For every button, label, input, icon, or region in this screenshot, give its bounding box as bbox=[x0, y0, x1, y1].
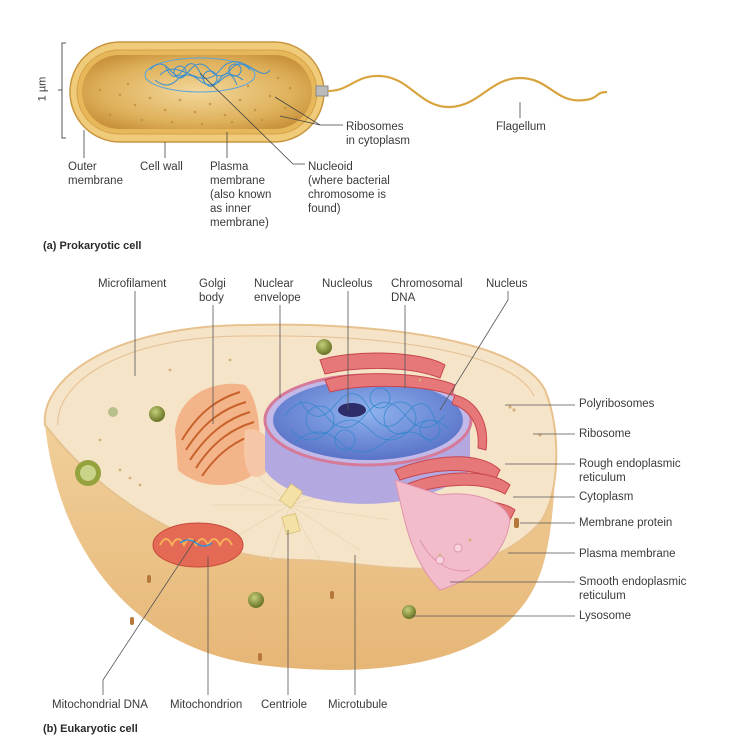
label-golgi-body: Golgi body bbox=[199, 278, 226, 304]
label-nucleus: Nucleus bbox=[486, 278, 528, 290]
label-ribosome: Ribosome bbox=[579, 428, 631, 440]
mitochondrial-dna-shape bbox=[179, 539, 213, 547]
label-cell-wall: Cell wall bbox=[140, 161, 183, 173]
centrioles bbox=[278, 483, 304, 535]
label-rough-er: Rough endoplasmic reticulum bbox=[579, 458, 681, 484]
vesicles bbox=[75, 339, 416, 619]
label-cytoplasm: Cytoplasm bbox=[579, 491, 634, 503]
eukaryotic-leaders bbox=[102, 291, 575, 695]
label-nuclear-envelope: Nuclear envelope bbox=[254, 278, 301, 304]
label-smooth-er: Smooth endoplasmic reticulum bbox=[579, 576, 687, 602]
label-microtubule: Microtubule bbox=[328, 699, 388, 711]
label-outer-membrane: Outer membrane bbox=[68, 161, 123, 187]
caption-eukaryotic: (b) Eukaryotic cell bbox=[43, 723, 138, 735]
membrane-proteins bbox=[130, 518, 519, 661]
eukaryotic-cell bbox=[43, 291, 575, 695]
flagellum-hook bbox=[315, 85, 329, 97]
label-ribosomes-cytoplasm: Ribosomes in cytoplasm bbox=[346, 121, 410, 147]
label-mitochondrial-dna: Mitochondrial DNA bbox=[52, 699, 148, 711]
scale-label: 1 µm bbox=[36, 76, 49, 102]
nucleoid-dna bbox=[144, 57, 271, 93]
label-lysosome: Lysosome bbox=[579, 610, 631, 622]
nucleolus-shape bbox=[338, 403, 366, 417]
caption-prokaryotic: (a) Prokaryotic cell bbox=[43, 240, 142, 252]
label-nucleolus: Nucleolus bbox=[322, 278, 373, 290]
prokaryotic-cell bbox=[58, 41, 608, 165]
mitochondrion bbox=[152, 522, 244, 568]
prok-leaders bbox=[83, 72, 521, 165]
label-chromosomal-dna: Chromosomal DNA bbox=[391, 278, 463, 304]
prok-ribosomes bbox=[98, 76, 298, 126]
label-polyribosomes: Polyribosomes bbox=[579, 398, 655, 410]
golgi-body bbox=[175, 383, 271, 485]
label-flagellum: Flagellum bbox=[496, 121, 546, 133]
scale-bracket bbox=[58, 42, 66, 139]
smooth-er bbox=[394, 479, 511, 591]
chromosomal-dna bbox=[284, 387, 451, 453]
nucleus bbox=[263, 373, 473, 504]
label-plasma-membrane-euk: Plasma membrane bbox=[579, 548, 676, 560]
label-centriole: Centriole bbox=[261, 699, 308, 711]
label-mitochondrion: Mitochondrion bbox=[170, 699, 243, 711]
label-nucleoid: Nucleoid (where bacterial chromosome is … bbox=[308, 161, 390, 215]
eukaryotic-ribosomes bbox=[98, 358, 542, 557]
label-membrane-protein: Membrane protein bbox=[579, 517, 673, 529]
label-microfilament: Microfilament bbox=[98, 278, 167, 290]
inner-membrane-line bbox=[57, 335, 535, 426]
label-plasma-membrane-prok: Plasma membrane (also known as inner mem… bbox=[210, 161, 272, 229]
flagellum-shape bbox=[327, 74, 608, 109]
